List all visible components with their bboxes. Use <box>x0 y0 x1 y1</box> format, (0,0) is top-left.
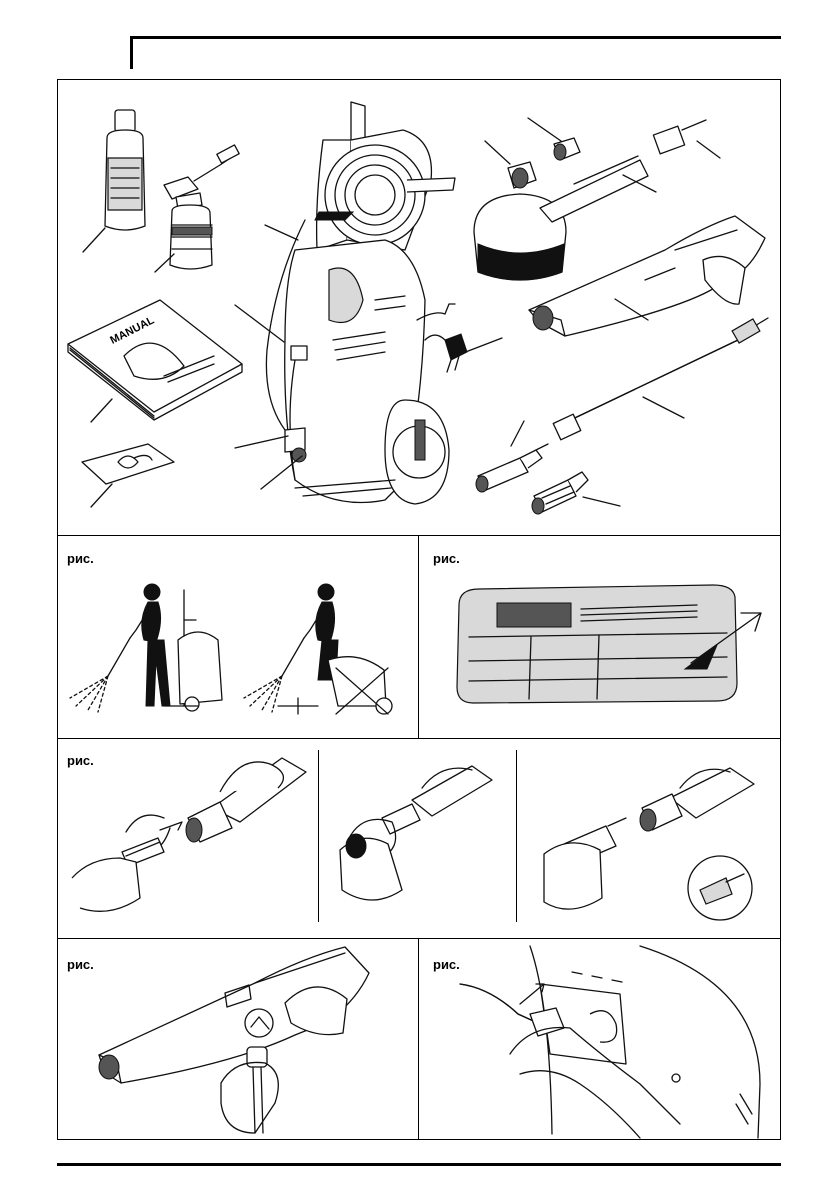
callout-line <box>152 250 182 275</box>
subpanel-divider <box>318 750 319 922</box>
panel-divider <box>57 738 781 739</box>
figure-label: рис. <box>67 551 94 566</box>
figure-label: рис. <box>433 551 460 566</box>
callout-line <box>232 302 288 346</box>
callout-line <box>88 395 116 425</box>
subpanel-divider <box>516 750 517 922</box>
panel-divider <box>418 535 419 738</box>
header-rule-vertical <box>130 36 133 69</box>
callout-line <box>88 480 118 510</box>
callout-line <box>620 172 660 196</box>
nozzle-connect-illustration-2 <box>332 760 507 910</box>
panel-divider <box>57 535 781 536</box>
spray-lance-icon <box>548 310 773 450</box>
gun-lance-connect-illustration <box>95 943 385 1138</box>
safety-posture-illustration <box>68 580 408 720</box>
incorrect-posture-figure <box>244 584 392 714</box>
callout-line <box>580 494 624 512</box>
panel-divider <box>418 938 419 1140</box>
callout-line <box>460 335 506 357</box>
footer-rule <box>57 1163 781 1166</box>
callout-line <box>262 222 302 244</box>
callout-line <box>694 138 724 162</box>
callout-line <box>80 225 110 255</box>
callout-line <box>640 394 688 422</box>
figure-label: рис. <box>67 957 94 972</box>
correct-posture-figure <box>70 584 222 712</box>
hose-connect-illustration <box>440 944 775 1139</box>
callout-line <box>232 432 292 452</box>
header-rule-horizontal <box>130 36 781 39</box>
callout-line <box>258 452 306 492</box>
callout-line <box>508 418 528 450</box>
nozzle-connect-illustration-1 <box>70 748 310 918</box>
rating-plate-icon <box>455 583 775 708</box>
panel-divider <box>57 938 781 939</box>
detergent-bottle-icon <box>95 108 155 238</box>
nozzle-connect-illustration-3 <box>530 758 775 928</box>
